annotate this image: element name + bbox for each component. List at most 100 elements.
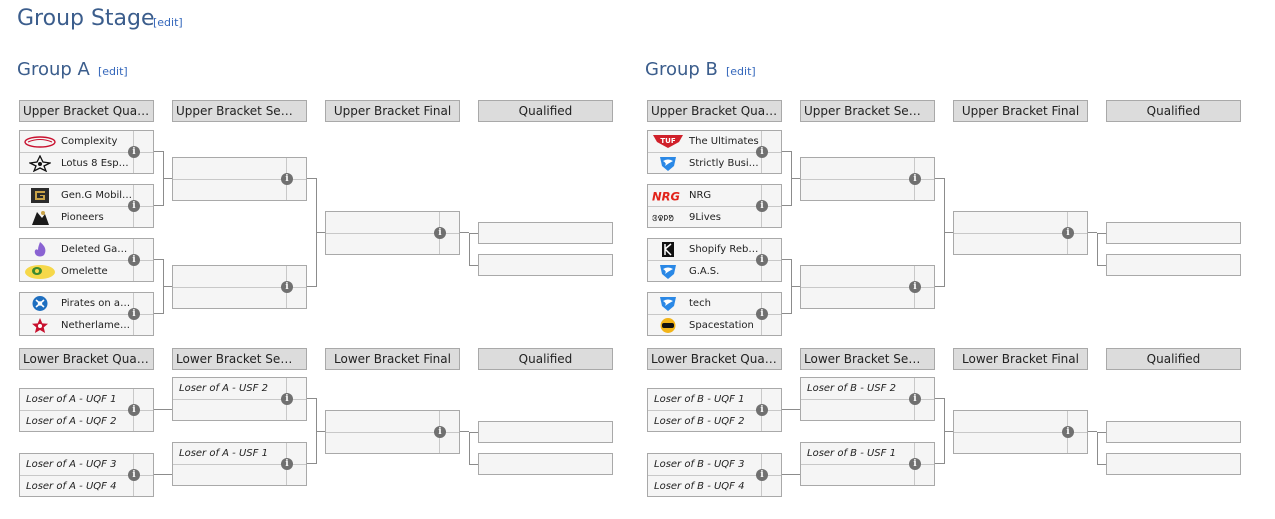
bracket-connector-line (1097, 464, 1106, 465)
placeholder-slot[interactable] (326, 433, 439, 454)
team-slot[interactable]: Spacestation (648, 315, 761, 336)
bracket-connector-line (163, 178, 164, 179)
team-slot[interactable]: Shopify Rebellion (648, 239, 761, 260)
team-slot[interactable]: Pioneers (20, 207, 133, 228)
placeholder-slot[interactable]: Loser of B - USF 1 (801, 443, 914, 464)
match-info-icon[interactable]: i (128, 469, 140, 481)
team-slot[interactable]: G.A.S. (648, 261, 761, 282)
team-slot[interactable]: Gen.G Mobil1 Racing (20, 185, 133, 206)
match-info-icon[interactable]: i (756, 308, 768, 320)
match-info-icon[interactable]: i (909, 281, 921, 293)
slot-label: Netherlamerica (61, 320, 133, 331)
team-slot[interactable]: Lotus 8 Esports (20, 153, 133, 174)
team-slot[interactable] (954, 234, 1067, 255)
placeholder-slot[interactable] (173, 465, 286, 486)
match-info-icon[interactable]: i (1062, 227, 1074, 239)
placeholder-slot[interactable]: Loser of B - UQF 2 (648, 411, 761, 432)
slot-label: Loser of A - UQF 4 (26, 481, 117, 492)
team-slot[interactable] (801, 180, 914, 201)
team-slot[interactable] (954, 212, 1067, 233)
match-info-icon[interactable]: i (128, 308, 140, 320)
team-slot[interactable]: Strictly Business (648, 153, 761, 174)
match-info-icon[interactable]: i (128, 200, 140, 212)
bracket-connector-line (935, 463, 944, 464)
match-info-icon[interactable]: i (128, 254, 140, 266)
placeholder-slot[interactable]: Loser of A - UQF 2 (20, 411, 133, 432)
placeholder-slot[interactable]: Loser of A - USF 1 (173, 443, 286, 464)
team-slot[interactable]: Netherlamerica (20, 315, 133, 336)
netherlamerica-icon (24, 317, 56, 334)
placeholder-slot[interactable]: Loser of B - USF 2 (801, 378, 914, 399)
bracket-connector-line (469, 464, 478, 465)
match-info-icon[interactable]: i (128, 404, 140, 416)
group-a-title: Group A (17, 59, 90, 80)
placeholder-slot[interactable]: Loser of A - UQF 4 (20, 476, 133, 497)
placeholder-slot[interactable] (954, 411, 1067, 432)
match-info-icon[interactable]: i (1062, 426, 1074, 438)
match-info-icon[interactable]: i (281, 173, 293, 185)
shopify-rebellion-icon (652, 241, 684, 258)
team-slot[interactable] (801, 266, 914, 287)
group-b-edit-link[interactable]: [edit] (726, 65, 756, 78)
upper-final-header: Upper Bracket Final (325, 100, 460, 122)
match-info-icon[interactable]: i (756, 146, 768, 158)
placeholder-slot[interactable] (326, 411, 439, 432)
team-slot[interactable]: Omelette (20, 261, 133, 282)
bracket-connector-line (782, 474, 791, 475)
placeholder-slot[interactable]: Loser of A - USF 2 (173, 378, 286, 399)
match-info-icon[interactable]: i (281, 393, 293, 405)
match-divider (801, 287, 934, 288)
placeholder-slot[interactable]: Loser of B - UQF 1 (648, 389, 761, 410)
lower-final-header: Lower Bracket Final (953, 348, 1088, 370)
match-info-icon[interactable]: i (909, 458, 921, 470)
edit-link-group-stage[interactable]: [edit] (153, 16, 183, 29)
bracket-connector-line (1088, 232, 1097, 233)
team-slot[interactable] (326, 234, 439, 255)
team-slot[interactable] (173, 180, 286, 201)
team-slot[interactable]: Complexity (20, 131, 133, 152)
match-info-icon[interactable]: i (756, 469, 768, 481)
team-slot[interactable]: tech (648, 293, 761, 314)
match-info-icon[interactable]: i (756, 404, 768, 416)
team-slot[interactable] (173, 288, 286, 309)
bracket-connector-line (154, 259, 163, 260)
placeholder-slot[interactable]: Loser of B - UQF 3 (648, 454, 761, 475)
team-slot[interactable] (801, 288, 914, 309)
match-info-icon[interactable]: i (434, 426, 446, 438)
team-slot[interactable]: Pirates on a Boat (20, 293, 133, 314)
team-slot[interactable]: Deleted Gaming (20, 239, 133, 260)
match-divider (954, 233, 1087, 234)
team-slot[interactable] (173, 266, 286, 287)
placeholder-slot[interactable] (954, 433, 1067, 454)
bracket-connector-line (307, 286, 316, 287)
team-slot[interactable] (173, 158, 286, 179)
spacestation-icon (652, 317, 684, 334)
match-info-icon[interactable]: i (756, 254, 768, 266)
slot-label: Deleted Gaming (61, 244, 133, 255)
match-info-icon[interactable]: i (281, 281, 293, 293)
match-info-icon[interactable]: i (756, 200, 768, 212)
match-info-icon[interactable]: i (909, 393, 921, 405)
group-a-edit-link[interactable]: [edit] (98, 65, 128, 78)
team-slot[interactable] (801, 158, 914, 179)
bracket-connector-line (469, 265, 478, 266)
placeholder-slot[interactable]: Loser of A - UQF 1 (20, 389, 133, 410)
slot-label: Pirates on a Boat (61, 298, 133, 309)
match-info-icon[interactable]: i (128, 146, 140, 158)
match-info-icon[interactable]: i (434, 227, 446, 239)
placeholder-slot[interactable] (173, 400, 286, 421)
team-slot[interactable] (326, 212, 439, 233)
bracket-connector-line (154, 205, 163, 206)
upper-qf-match: Deleted GamingOmelettei (19, 238, 154, 282)
placeholder-slot[interactable]: Loser of B - UQF 4 (648, 476, 761, 497)
placeholder-slot[interactable]: Loser of A - UQF 3 (20, 454, 133, 475)
slot-label: Loser of B - USF 1 (807, 448, 896, 459)
placeholder-slot[interactable] (801, 465, 914, 486)
match-info-icon[interactable]: i (909, 173, 921, 185)
placeholder-slot[interactable] (801, 400, 914, 421)
match-info-icon[interactable]: i (281, 458, 293, 470)
